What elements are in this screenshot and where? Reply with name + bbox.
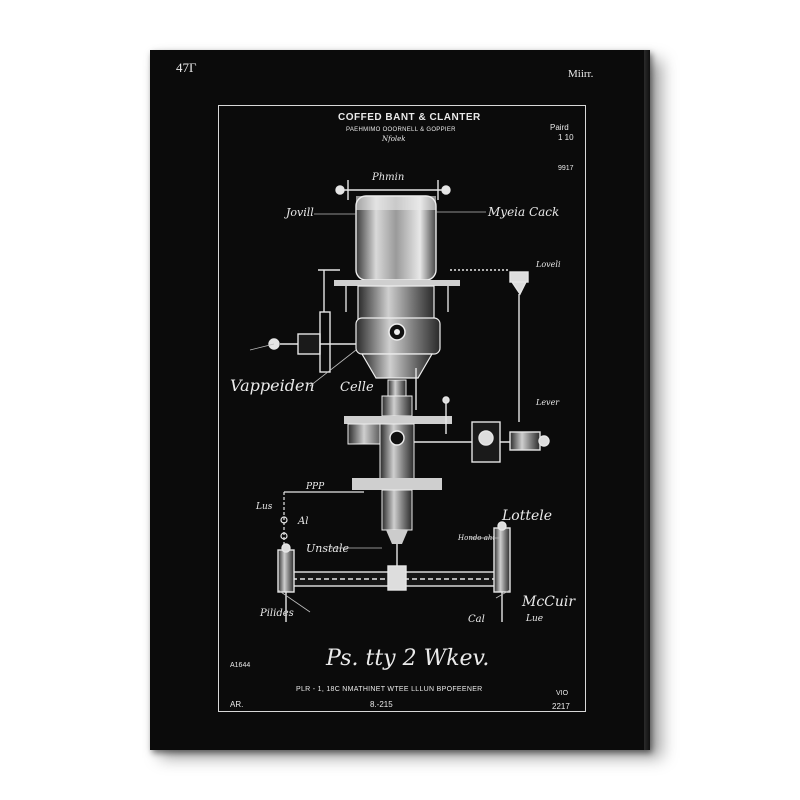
label-right-2: Loveli (536, 260, 561, 269)
label-left-4: Lus (256, 502, 273, 512)
code-left: A1644 (230, 662, 251, 669)
poster-subtitle-2: Nfolek (382, 135, 406, 143)
blueprint-frame (218, 105, 586, 712)
top-left-knob (335, 185, 345, 195)
label-right-4: Lottele (502, 508, 553, 524)
sheet-number: 1 10 (558, 133, 574, 142)
label-right-8: Lue (526, 614, 544, 624)
label-left-3: PPP (306, 482, 325, 492)
collar-plate (334, 280, 460, 286)
right-gauge-cap (509, 271, 529, 283)
right-post (493, 527, 511, 593)
label-left-2: Vappeiden (230, 376, 315, 395)
cross-plate (344, 416, 452, 424)
label-left-1: Jovill (286, 206, 314, 219)
funnel (360, 353, 434, 379)
label-right-1: Myeia Cack (488, 205, 560, 219)
upper-housing (357, 285, 435, 321)
sheet-label: Paird (550, 123, 569, 132)
label-top: Phmin (372, 172, 405, 183)
label-right-6: McCuir (522, 594, 576, 610)
label-right-7: Cal (468, 614, 485, 625)
coffee-machine-drawing (249, 180, 550, 622)
bottom-center: 8.-215 (370, 700, 393, 709)
drip-nozzle (381, 489, 413, 531)
footer-right: VIO (556, 690, 569, 697)
bottom-right: 2217 (552, 702, 570, 711)
center-clamp (387, 565, 407, 591)
label-left-5: Al (298, 516, 309, 527)
lower-plate (352, 478, 442, 490)
label-center: Celle (340, 380, 374, 395)
left-post (277, 549, 295, 593)
signature: Ps. tty 2 Wkev. (326, 646, 490, 671)
top-right-knob (441, 185, 451, 195)
gear-wheel (478, 430, 494, 446)
bottom-left: AR. (230, 700, 244, 709)
ref-right: 9917 (558, 165, 574, 172)
label-left-6: Pilides (260, 608, 294, 619)
blueprint-canvas-print: 47Г Miirr. COFFED BANT & CLANTER PAEHMIM… (150, 50, 650, 750)
label-right-3: Lever (536, 398, 560, 407)
poster-title: COFFED BANT & CLANTER (338, 112, 481, 123)
label-center-2: Unstale (306, 542, 350, 555)
poster-subtitle: PAEHMIMO OOORNELL & GOPPIER (346, 127, 456, 133)
corner-top-left: 47Г (176, 60, 197, 75)
canvas-edge (644, 50, 650, 750)
corner-top-right: Miirr. (568, 68, 594, 80)
footer-text: PLR - 1, 18C NMATHINET WTEE LLLUN BPOFEE… (296, 686, 483, 693)
